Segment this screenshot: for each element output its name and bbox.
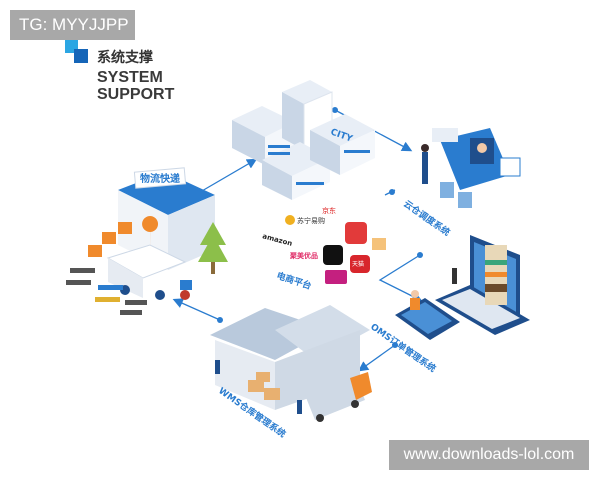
watermark-bottom: www.downloads-lol.com	[389, 440, 589, 470]
system-support-logo: 系统支撑 SYSTEM SUPPORT	[65, 40, 174, 103]
ecommerce-label: 电商平台	[275, 269, 313, 292]
logo-title-en: SYSTEM SUPPORT	[97, 69, 174, 103]
logo-jumei: 聚美优品	[289, 251, 318, 260]
logo-tmall: 天猫	[352, 260, 364, 268]
logistics-sign: 物流快递	[140, 172, 180, 185]
cloud-label: 云仓调度系统	[401, 198, 452, 239]
ecommerce-illustration: 苏宁易购 京东 amazon 聚美优品 天猫 电商平台	[261, 206, 386, 292]
logo-jd: 京东	[322, 206, 336, 215]
arrow-ecommerce-to-oms	[378, 254, 423, 302]
logo-squares-icon	[65, 40, 88, 63]
logo-amazon: amazon	[261, 232, 293, 248]
watermark-top: TG: MYYJJPP	[10, 10, 135, 40]
logistics-illustration: 物流快递	[66, 167, 228, 315]
city-buildings-illustration: CITY	[232, 80, 375, 200]
logo-title-en-line1: SYSTEM	[97, 69, 163, 86]
warehouse-illustration: WMS仓库管理系统	[210, 305, 372, 440]
cloud-dispatch-illustration: 云仓调度系统	[401, 128, 521, 239]
laptop-illustration	[435, 235, 530, 335]
arrow-oms-to-wms	[357, 344, 396, 372]
arrow-wms-to-logistics	[172, 298, 221, 321]
logo-title-en-line2: SUPPORT	[97, 86, 175, 103]
arrow-logistics-to-city	[194, 158, 258, 196]
logo-suning: 苏宁易购	[297, 216, 325, 225]
logo-title-cn: 系统支撑	[97, 50, 153, 66]
